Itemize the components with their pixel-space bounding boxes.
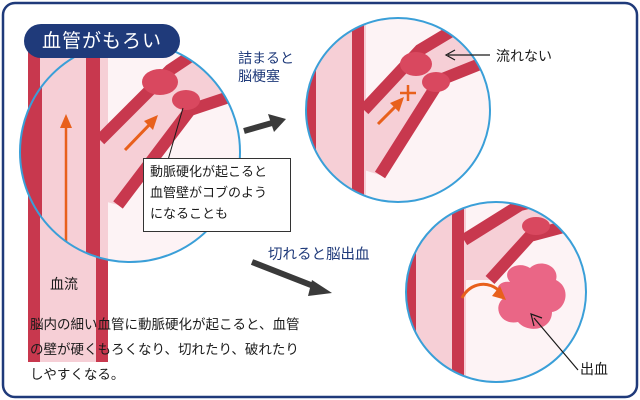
infarction-label: 詰まると 脳梗塞 xyxy=(238,50,294,86)
callout-pointer xyxy=(167,107,184,161)
hemorrhage-label: 出血 xyxy=(580,362,608,378)
description-line2: の壁が硬くもろくなり、切れたり、破れたり xyxy=(30,342,299,358)
infarction-label-line1: 詰まると xyxy=(238,51,294,67)
callout-line3: になることも xyxy=(150,207,229,222)
description-line1: 脳内の細い血管に動脈硬化が起こると、血管 xyxy=(30,317,300,333)
plaque xyxy=(400,52,432,76)
hemorrhage-blot xyxy=(497,263,566,329)
hemorrhage-pointer xyxy=(533,317,579,371)
blood-flow-arrow xyxy=(60,114,72,128)
rupture-arrow xyxy=(492,286,506,300)
infarction-label-line2: 脳梗塞 xyxy=(238,69,280,85)
rupture-label: 切れると脳出血 xyxy=(268,247,370,263)
arrow-to-blockage xyxy=(243,114,286,134)
flow-arrow xyxy=(144,115,158,130)
bulge-mass xyxy=(142,69,178,95)
arrow-to-hemorrhage xyxy=(250,259,332,296)
callout-line1: 動脈硬化が起こると xyxy=(150,165,268,180)
description-line3: しやすくなる。 xyxy=(30,367,125,383)
callout-box: 動脈硬化が起こると 血管壁がコブのよう になることも xyxy=(143,158,291,232)
blood-flow-label: 血流 xyxy=(50,277,78,293)
callout-line2: 血管壁がコブのよう xyxy=(150,186,268,201)
no-flow-label: 流れない xyxy=(496,49,552,65)
description-text: 脳内の細い血管に動脈硬化が起こると、血管 の壁が硬くもろくなり、切れたり、破れた… xyxy=(30,313,350,388)
title-badge: 血管がもろい xyxy=(24,24,180,58)
